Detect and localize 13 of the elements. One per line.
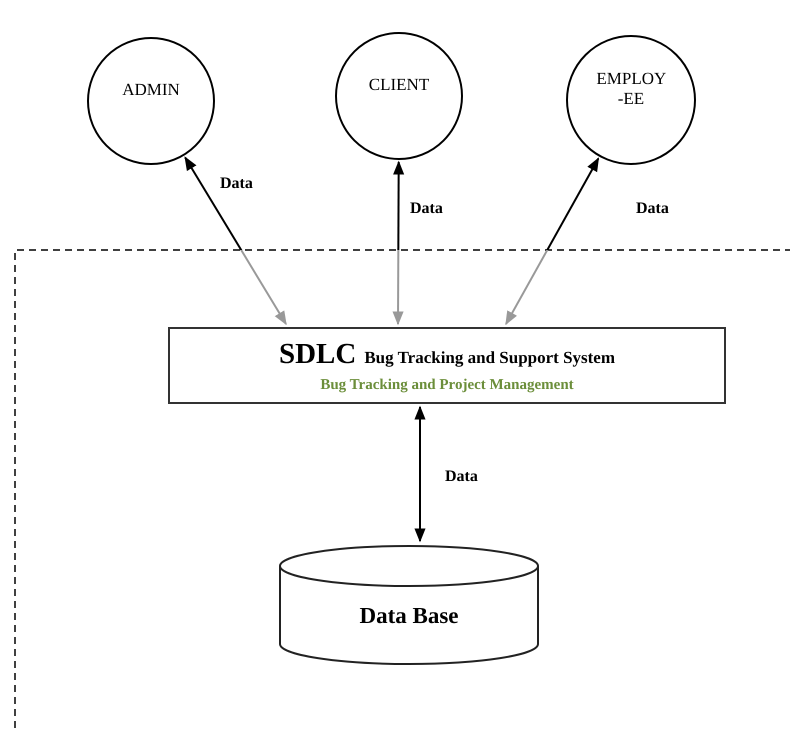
system-acronym: SDLC bbox=[278, 338, 356, 370]
arrow bbox=[505, 157, 600, 326]
database-cylinder bbox=[278, 544, 540, 666]
actor-name: ADMIN bbox=[122, 80, 180, 100]
actor-name: CLIENT bbox=[368, 74, 430, 96]
actor-name: EMPLOY -EE bbox=[596, 68, 666, 110]
database-label: Data Base bbox=[359, 603, 459, 629]
system-subtitle: Bug Tracking and Project Management bbox=[320, 376, 574, 394]
arrow bbox=[392, 160, 404, 326]
system-box bbox=[168, 327, 726, 404]
system-title: Bug Tracking and Support System bbox=[364, 348, 616, 368]
arrow bbox=[414, 406, 426, 542]
arrow bbox=[184, 156, 287, 326]
